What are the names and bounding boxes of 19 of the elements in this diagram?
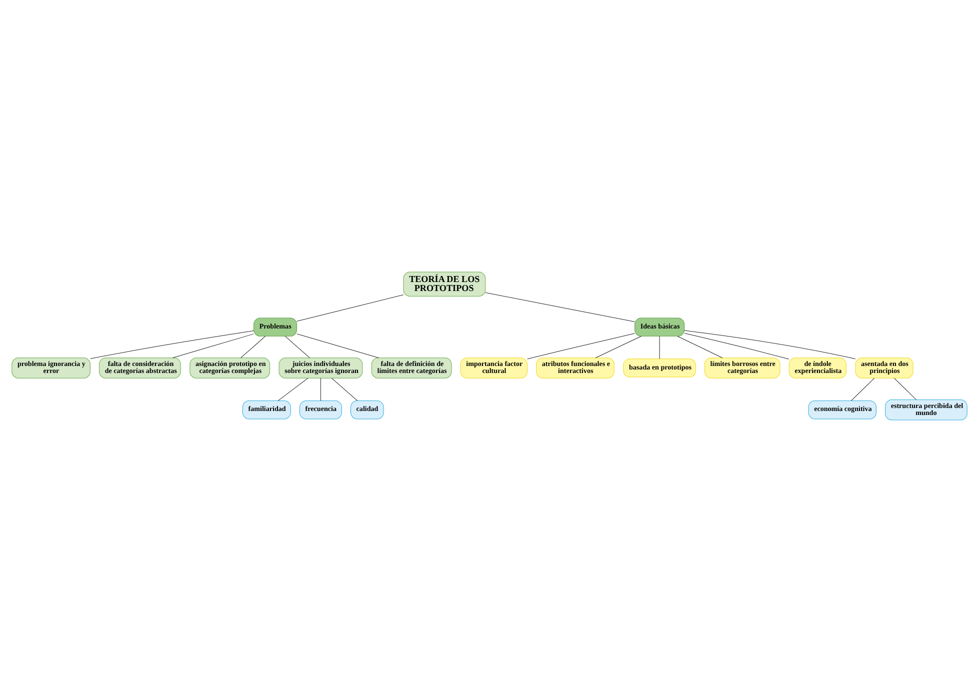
connector: [527, 333, 636, 360]
connector: [172, 334, 254, 358]
connector: [296, 334, 380, 358]
connector: [595, 336, 642, 358]
connector: [894, 378, 917, 400]
connector: [331, 378, 358, 401]
connector: [278, 378, 308, 401]
connector: [684, 333, 790, 360]
connector: [296, 294, 404, 322]
connector: [684, 330, 856, 360]
connector: [850, 378, 875, 401]
connector: [659, 336, 660, 360]
connector: [677, 336, 723, 358]
connector: [90, 330, 254, 359]
connector: [320, 378, 321, 401]
connector: [485, 292, 635, 322]
connector: [284, 336, 310, 358]
node-box: TEORÍA DE LOS PROTOTIPOS: [403, 272, 486, 297]
connector: [240, 336, 266, 358]
